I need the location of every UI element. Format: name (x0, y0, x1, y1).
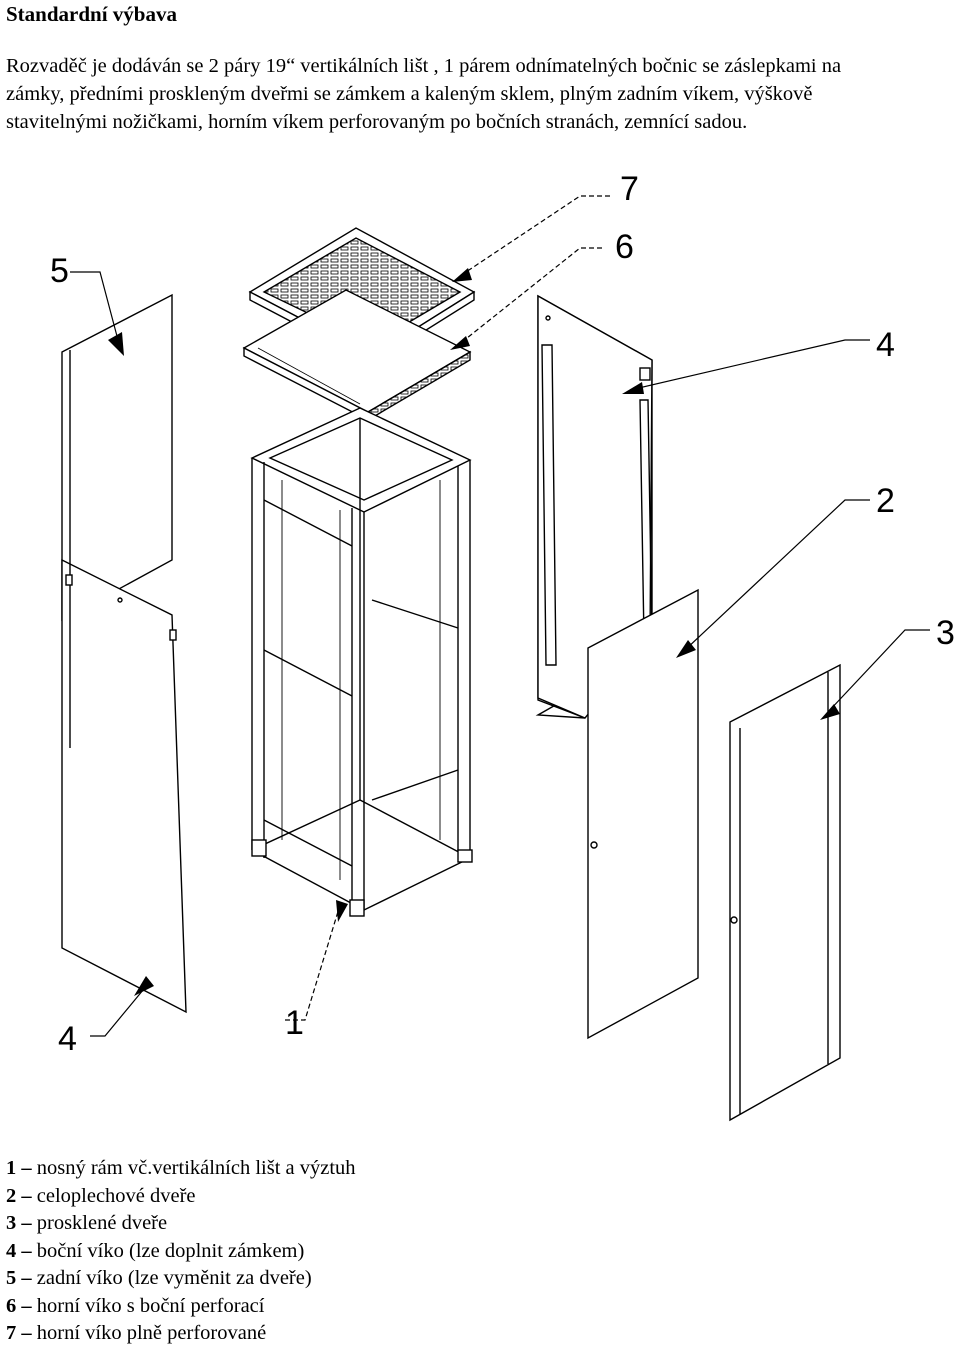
parts-legend: 1 – nosný rám vč.vertikálních lišt a výz… (6, 1155, 356, 1348)
callout-2: 2 (876, 482, 895, 520)
callout-5: 5 (50, 252, 69, 290)
legend-item: 6 – horní víko s boční perforací (6, 1294, 265, 1317)
exploded-rack-diagram: 5 7 6 4 2 3 4 1 (50, 170, 955, 1122)
rack-frame (250, 407, 473, 917)
callout-3: 3 (936, 614, 955, 652)
legend-item: 2 – celoplechové dveře (6, 1184, 196, 1207)
intro-paragraph: Rozvaděč je dodáván se 2 páry 19“ vertik… (6, 55, 842, 133)
legend-item: 7 – horní víko plně perforované (6, 1322, 267, 1344)
side-panel-right (535, 294, 653, 719)
glass-door (729, 663, 841, 1122)
legend-item: 1 – nosný rám vč.vertikálních lišt a výz… (6, 1157, 356, 1179)
leader-lines (70, 195, 930, 1037)
callout-6: 6 (615, 228, 634, 266)
legend-item: 4 – boční víko (lze doplnit zámkem) (6, 1239, 305, 1262)
callout-7: 7 (620, 170, 639, 208)
callout-4-lower: 4 (58, 1020, 77, 1058)
callout-1: 1 (285, 1004, 304, 1042)
page-title: Standardní výbava (6, 2, 177, 26)
legend-item: 3 – prosklené dveře (6, 1212, 168, 1234)
leader-arrowheads (108, 268, 840, 996)
rear-panel (61, 293, 187, 1014)
solid-door (587, 588, 699, 1040)
legend-item: 5 – zadní víko (lze vyměnit za dveře) (6, 1267, 312, 1289)
callout-4-upper: 4 (876, 326, 895, 364)
